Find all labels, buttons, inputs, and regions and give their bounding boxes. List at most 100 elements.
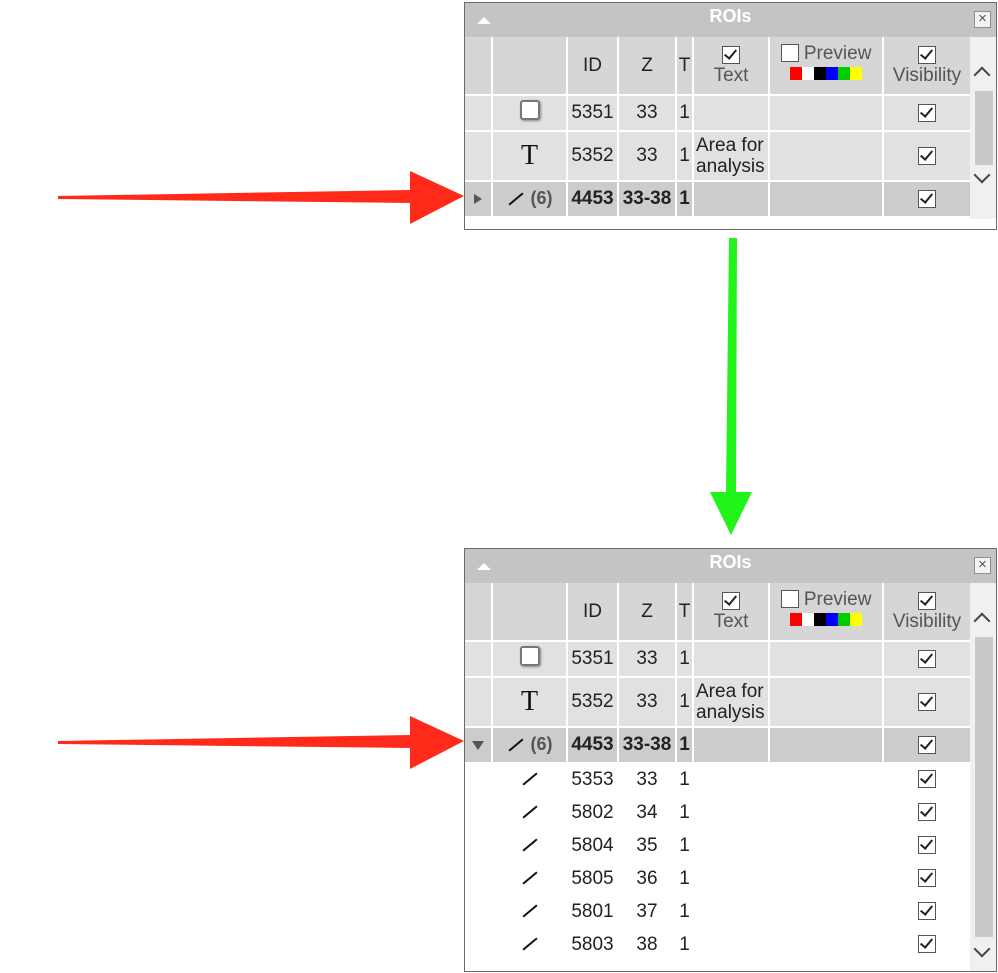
roi-t: 1 bbox=[676, 862, 694, 896]
table-row[interactable]: 5351 33 1 bbox=[465, 95, 972, 132]
visibility-checkbox[interactable] bbox=[918, 836, 936, 855]
scroll-thumb[interactable] bbox=[975, 637, 993, 937]
group-row[interactable]: (6) 4453 33-38 1 bbox=[465, 181, 972, 218]
text-shape-icon: T bbox=[520, 140, 539, 171]
roi-text[interactable] bbox=[693, 895, 770, 929]
close-icon[interactable]: × bbox=[974, 557, 991, 574]
visibility-checkbox[interactable] bbox=[918, 803, 936, 822]
child-row[interactable]: 5805 36 1 bbox=[465, 862, 972, 896]
roi-text[interactable] bbox=[693, 796, 770, 830]
collapse-panel-icon[interactable] bbox=[477, 563, 491, 570]
text-shape-icon: T bbox=[520, 686, 539, 717]
collapse-arrow-icon[interactable] bbox=[472, 741, 484, 750]
collapse-panel-icon[interactable] bbox=[477, 17, 491, 24]
header-text-label: Text bbox=[713, 64, 749, 86]
header-expand-col bbox=[465, 583, 493, 642]
roi-id: 5805 bbox=[567, 862, 619, 896]
roi-id: 4453 bbox=[567, 727, 619, 764]
visibility-checkbox[interactable] bbox=[918, 692, 936, 711]
visibility-checkbox[interactable] bbox=[918, 770, 936, 789]
visibility-checkbox[interactable] bbox=[918, 902, 936, 921]
roi-visibility bbox=[883, 829, 972, 863]
roi-visibility bbox=[883, 895, 972, 929]
visibility-toggle-checkbox[interactable] bbox=[918, 592, 936, 611]
roi-text[interactable]: Area for analysis bbox=[693, 131, 770, 182]
header-z[interactable]: Z bbox=[618, 37, 677, 96]
table-row[interactable]: T 5352 33 1 Area for analysis bbox=[465, 131, 972, 182]
text-toggle-checkbox[interactable] bbox=[722, 592, 740, 611]
scroll-down-icon[interactable] bbox=[970, 939, 996, 965]
rois-panel-collapsed: ROIs × ID Z T Text Preview bbox=[464, 2, 997, 230]
visibility-checkbox[interactable] bbox=[918, 869, 936, 888]
red-arrow-top bbox=[58, 171, 464, 224]
roi-text[interactable] bbox=[693, 181, 770, 218]
roi-z: 35 bbox=[618, 829, 677, 863]
preview-checkbox[interactable] bbox=[780, 44, 799, 63]
scroll-up-icon[interactable] bbox=[970, 605, 996, 631]
roi-t: 1 bbox=[676, 641, 694, 678]
header-preview: Preview bbox=[769, 37, 884, 96]
roi-t: 1 bbox=[676, 131, 694, 182]
shape-cell bbox=[492, 829, 568, 863]
color-palette[interactable] bbox=[790, 66, 862, 80]
roi-text[interactable]: Area for analysis bbox=[693, 677, 770, 728]
child-row[interactable]: 5803 38 1 bbox=[465, 928, 972, 962]
roi-preview bbox=[769, 727, 884, 764]
visibility-checkbox[interactable] bbox=[918, 735, 936, 754]
visibility-checkbox[interactable] bbox=[918, 189, 936, 208]
color-palette[interactable] bbox=[790, 612, 862, 626]
header-preview-label: Preview bbox=[803, 588, 872, 610]
scroll-up-icon[interactable] bbox=[970, 59, 996, 85]
roi-visibility bbox=[883, 727, 972, 764]
child-row[interactable]: 5802 34 1 bbox=[465, 796, 972, 830]
roi-text[interactable] bbox=[693, 641, 770, 678]
group-row[interactable]: (6) 4453 33-38 1 bbox=[465, 727, 972, 764]
expand-arrow-icon[interactable] bbox=[474, 194, 482, 204]
roi-text[interactable] bbox=[693, 727, 770, 764]
child-row[interactable]: 5353 33 1 bbox=[465, 763, 972, 797]
shape-count: (6) bbox=[530, 734, 553, 754]
line-icon bbox=[507, 192, 524, 206]
text-toggle-checkbox[interactable] bbox=[722, 46, 740, 65]
vertical-scrollbar[interactable] bbox=[970, 37, 996, 219]
roi-t: 1 bbox=[676, 763, 694, 797]
line-icon bbox=[521, 937, 538, 952]
green-arrow bbox=[710, 238, 752, 535]
line-icon bbox=[521, 772, 538, 787]
line-icon bbox=[521, 871, 538, 886]
roi-text[interactable] bbox=[693, 829, 770, 863]
expand-cell[interactable] bbox=[465, 727, 493, 764]
visibility-checkbox[interactable] bbox=[918, 146, 936, 165]
roi-id: 5352 bbox=[567, 131, 619, 182]
roi-text[interactable] bbox=[693, 763, 770, 797]
header-t[interactable]: T bbox=[676, 37, 694, 96]
preview-checkbox[interactable] bbox=[780, 590, 799, 609]
roi-id: 5351 bbox=[567, 95, 619, 132]
table-row[interactable]: T 5352 33 1 Area for analysis bbox=[465, 677, 972, 728]
header-preview: Preview bbox=[769, 583, 884, 642]
visibility-checkbox[interactable] bbox=[918, 103, 936, 122]
header-id[interactable]: ID bbox=[567, 37, 619, 96]
expand-cell[interactable] bbox=[465, 181, 493, 218]
scroll-down-icon[interactable] bbox=[970, 165, 996, 191]
header-visibility: Visibility bbox=[883, 37, 972, 96]
visibility-toggle-checkbox[interactable] bbox=[918, 46, 936, 65]
table-row[interactable]: 5351 33 1 bbox=[465, 641, 972, 678]
roi-text[interactable] bbox=[693, 928, 770, 962]
expand-cell bbox=[465, 641, 493, 678]
roi-preview bbox=[769, 641, 884, 678]
child-row[interactable]: 5804 35 1 bbox=[465, 829, 972, 863]
visibility-checkbox[interactable] bbox=[918, 935, 936, 954]
expand-cell bbox=[465, 862, 493, 896]
scroll-thumb[interactable] bbox=[975, 91, 993, 165]
header-id[interactable]: ID bbox=[567, 583, 619, 642]
panel-titlebar: ROIs × bbox=[465, 549, 996, 583]
header-z[interactable]: Z bbox=[618, 583, 677, 642]
vertical-scrollbar[interactable] bbox=[970, 583, 996, 971]
roi-text[interactable] bbox=[693, 862, 770, 896]
child-row[interactable]: 5801 37 1 bbox=[465, 895, 972, 929]
visibility-checkbox[interactable] bbox=[918, 649, 936, 668]
roi-text[interactable] bbox=[693, 95, 770, 132]
close-icon[interactable]: × bbox=[974, 11, 991, 28]
header-t[interactable]: T bbox=[676, 583, 694, 642]
